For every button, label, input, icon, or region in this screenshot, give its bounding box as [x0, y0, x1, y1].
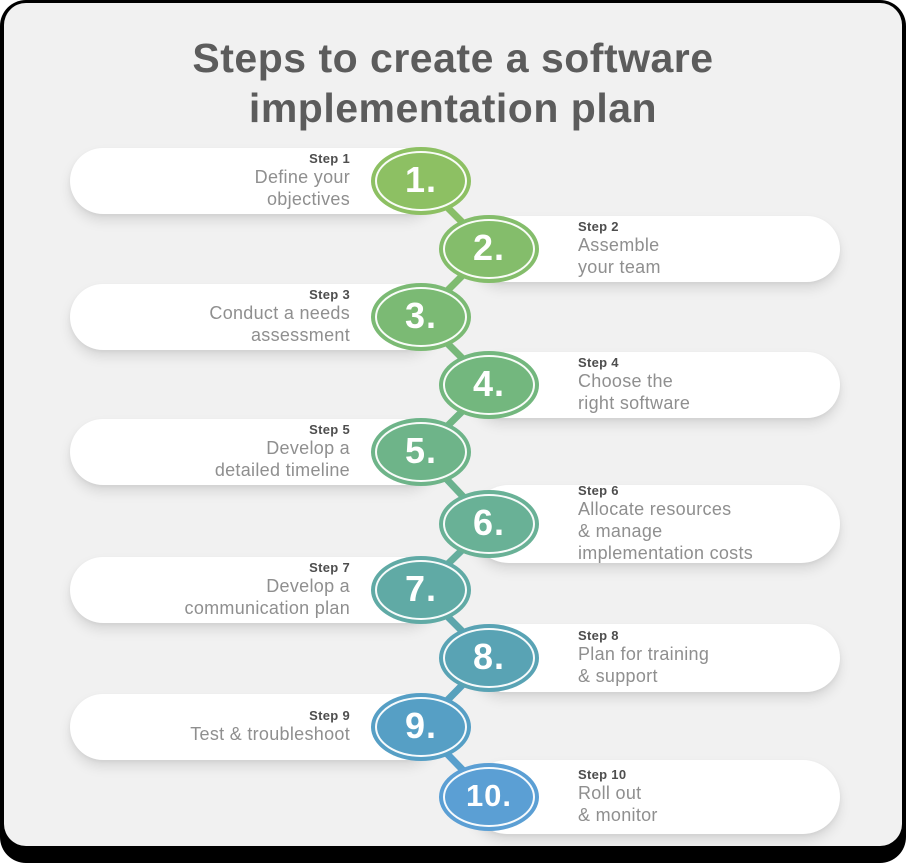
- step-description: Assemble your team: [578, 235, 661, 278]
- step-description: Plan for training & support: [578, 644, 710, 687]
- step-number-circle-8: 8.: [439, 624, 539, 692]
- step-number: 2.: [472, 227, 506, 268]
- step-number: 10.: [465, 778, 513, 813]
- step-label: Step 8: [578, 627, 619, 643]
- step-label: Step 6: [578, 482, 619, 498]
- step-label: Step 10: [578, 766, 627, 782]
- page-title-line1: Steps to create a software: [192, 35, 714, 81]
- step-description: Conduct a needs assessment: [209, 303, 350, 346]
- step-number: 9.: [404, 705, 438, 746]
- step-number-circle-9: 9.: [371, 693, 471, 761]
- step-number: 5.: [404, 430, 438, 471]
- step-label: Step 4: [578, 354, 619, 370]
- step-description: Define your objectives: [254, 167, 350, 210]
- step-number-circle-1: 1.: [371, 147, 471, 215]
- step-number: 4.: [472, 363, 506, 404]
- page-title: Steps to create a software implementatio…: [4, 3, 902, 133]
- step-label: Step 2: [578, 218, 619, 234]
- step-number: 6.: [472, 502, 506, 543]
- step-number-circle-2: 2.: [439, 215, 539, 283]
- step-number-circle-7: 7.: [371, 556, 471, 624]
- page-title-line2: implementation plan: [248, 85, 658, 132]
- step-label: Step 9: [309, 707, 350, 723]
- step-description: Develop a detailed timeline: [214, 438, 350, 481]
- step-number: 8.: [472, 636, 506, 677]
- step-label: Step 7: [309, 559, 350, 575]
- step-description: Choose the right software: [578, 371, 691, 414]
- step-number-circle-3: 3.: [371, 283, 471, 351]
- step-description: Test & troubleshoot: [190, 724, 350, 745]
- step-number-circle-10: 10.: [439, 763, 539, 831]
- step-number-circle-6: 6.: [439, 490, 539, 558]
- step-number: 1.: [404, 159, 438, 200]
- step-description: Develop a communication plan: [184, 576, 350, 619]
- step-number-circle-5: 5.: [371, 418, 471, 486]
- step-description: Roll out & monitor: [578, 783, 658, 826]
- step-description: Allocate resources & manage implementati…: [578, 499, 754, 564]
- step-number: 7.: [404, 568, 438, 609]
- step-number-circle-4: 4.: [439, 351, 539, 419]
- step-label: Step 5: [309, 421, 350, 437]
- infographic-canvas: Steps to create a software implementatio…: [4, 3, 902, 846]
- step-label: Step 3: [309, 286, 350, 302]
- step-label: Step 1: [309, 150, 350, 166]
- step-number: 3.: [404, 295, 438, 336]
